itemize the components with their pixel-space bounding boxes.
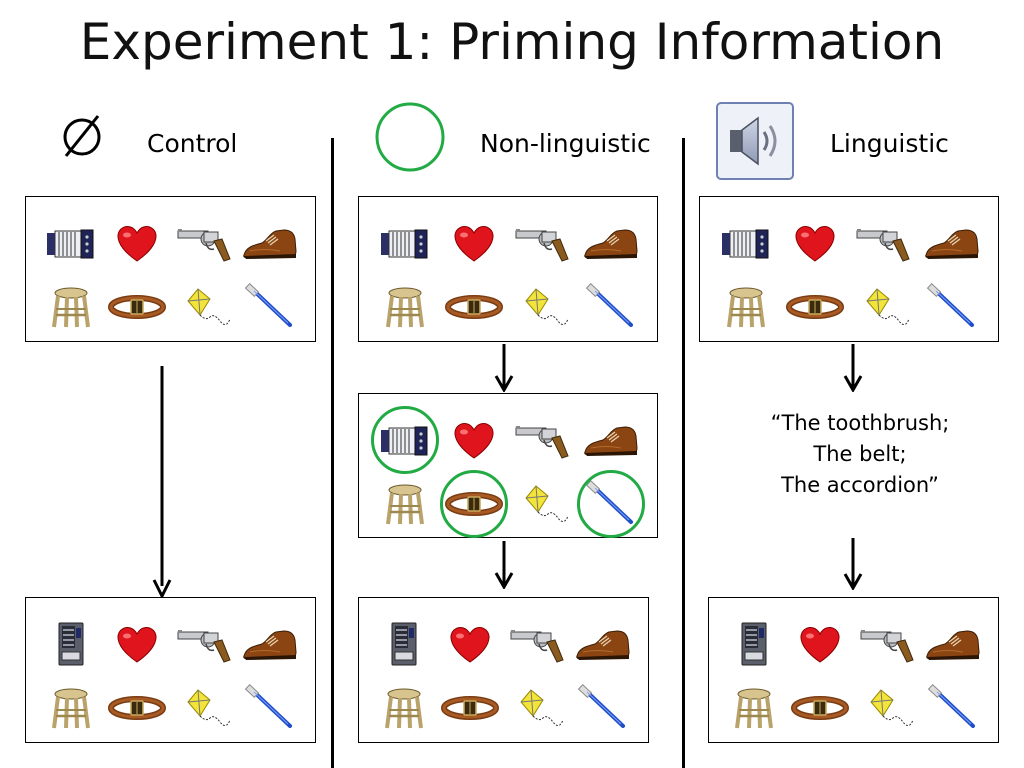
empty-set-icon [58,110,106,162]
linguistic-test-panel [708,597,999,743]
prompt-line: The belt; [813,442,907,466]
toothbrush-icon [581,283,641,329]
belt-icon [790,686,850,730]
heart-icon [785,221,845,265]
stool-icon [374,686,434,730]
kite-icon [853,285,913,329]
vending-machine-icon [41,622,101,666]
linguistic-prompt: “The toothbrush; The belt; The accordion… [730,408,990,501]
heart-icon [440,622,500,666]
column-divider [682,138,685,768]
control-test-panel [25,597,316,743]
vending-machine-icon [374,622,434,666]
highlight-ring [371,406,440,474]
column-divider [331,138,334,768]
accordion-icon [716,221,776,265]
belt-icon [785,285,845,329]
shoe-icon [240,221,300,265]
down-arrow [152,366,172,600]
slide-title: Experiment 1: Priming Information [79,13,945,71]
control-label: Control [147,129,238,158]
non-linguistic-prime-panel [358,393,658,538]
shoe-icon [581,221,641,265]
revolver-icon [512,221,572,265]
toothbrush-icon [923,684,983,730]
kite-icon [857,686,917,730]
shoe-icon [573,622,633,666]
shoe-icon [240,622,300,666]
heart-icon [107,221,167,265]
revolver-icon [512,418,572,462]
speaker-icon [716,102,794,180]
revolver-icon [174,622,234,666]
belt-icon [107,686,167,730]
shoe-icon [922,221,982,265]
stool-icon [375,285,435,329]
accordion-icon [41,221,101,265]
heart-icon [444,418,504,462]
green-circle-icon [374,101,446,173]
kite-icon [174,285,234,329]
toothbrush-icon [573,684,633,730]
toothbrush-icon [240,684,300,730]
revolver-icon [174,221,234,265]
linguistic-label: Linguistic [830,129,949,158]
stool-icon [716,285,776,329]
non-linguistic-study-panel [358,196,658,342]
down-arrow [494,541,514,591]
non-linguistic-label: Non-linguistic [480,129,651,158]
down-arrow [843,538,863,592]
shoe-icon [923,622,983,666]
revolver-icon [857,622,917,666]
down-arrow [843,344,863,394]
revolver-icon [507,622,567,666]
stool-icon [41,686,101,730]
accordion-icon [375,221,435,265]
down-arrow [494,344,514,394]
kite-icon [507,686,567,730]
stool-icon [375,482,435,526]
non-linguistic-test-panel [358,597,649,743]
heart-icon [107,622,167,666]
stool-icon [724,686,784,730]
linguistic-study-panel [699,196,999,342]
highlight-ring [576,470,645,538]
belt-icon [444,285,504,329]
belt-icon [107,285,167,329]
prompt-line: “The toothbrush; [770,411,950,435]
kite-icon [512,285,572,329]
vending-machine-icon [724,622,784,666]
stool-icon [41,285,101,329]
toothbrush-icon [922,283,982,329]
kite-icon [174,686,234,730]
revolver-icon [853,221,913,265]
heart-icon [444,221,504,265]
heart-icon [790,622,850,666]
prompt-line: The accordion” [781,473,939,497]
toothbrush-icon [240,283,300,329]
belt-icon [440,686,500,730]
control-study-panel [25,196,316,342]
shoe-icon [581,418,641,462]
highlight-ring [439,470,508,538]
kite-icon [512,482,572,526]
